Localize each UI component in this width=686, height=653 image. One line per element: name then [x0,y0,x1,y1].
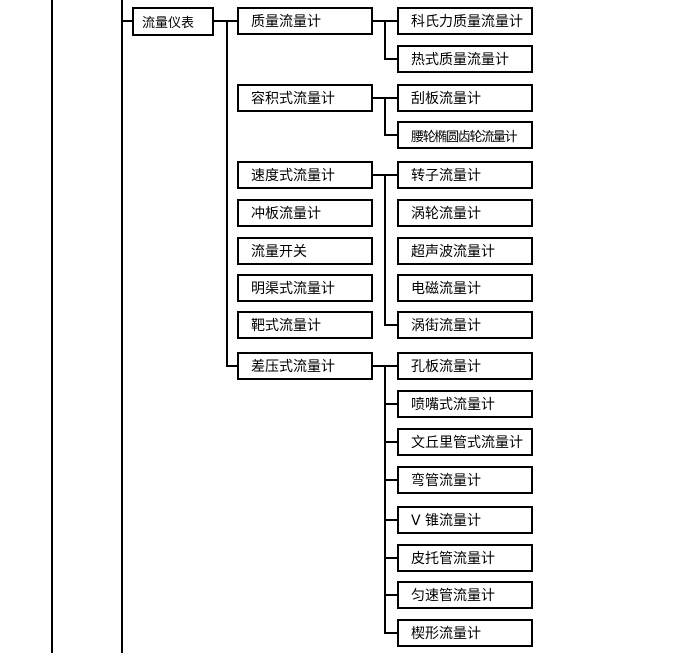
node-nozzle-flow-meter: 喷嘴式流量计 [397,390,533,418]
node-thermal-mass-flow-meter: 热式质量流量计 [397,45,533,73]
node-label-rotor-flow-meter: 转子流量计 [411,168,481,184]
node-roots-oval-gear-flow-meter: 腰轮椭圆齿轮流量计 [397,121,533,149]
node-electromagnetic-flow-meter: 电磁流量计 [397,274,533,302]
node-label-elbow-flow-meter: 弯管流量计 [411,473,481,489]
node-differential-pressure-flow-meter: 差压式流量计 [237,352,373,380]
node-wedge-flow-meter: 楔形流量计 [397,619,533,647]
node-ultrasonic-flow-meter: 超声波流量计 [397,237,533,265]
node-label-mass-flow-meter: 质量流量计 [251,14,321,30]
child-stub-connector-line [385,134,397,136]
node-label-thermal-mass-flow-meter: 热式质量流量计 [411,52,509,68]
node-mass-flow-meter: 质量流量计 [237,7,373,35]
node-label-flow-switch: 流量开关 [251,244,307,260]
connector-trunk-line [384,174,386,326]
child-stub-connector-line [385,441,397,443]
node-label-wedge-flow-meter: 楔形流量计 [411,626,481,642]
node-label-pitot-tube-flow-meter: 皮托管流量计 [411,551,495,567]
node-label-orifice-plate-flow-meter: 孔板流量计 [411,359,481,375]
node-label-differential-pressure-flow-meter: 差压式流量计 [251,359,335,375]
node-target-flow-meter: 靶式流量计 [237,311,373,339]
node-open-channel-flow-meter: 明渠式流量计 [237,274,373,302]
connector-trunk-line [384,365,386,634]
connector-trunk-line [226,20,228,367]
node-v-cone-flow-meter: V 锥流量计 [397,506,533,534]
guide-line [51,0,53,653]
node-coriolis-mass-flow-meter: 科氏力质量流量计 [397,7,533,35]
node-scraper-flow-meter: 刮板流量计 [397,84,533,112]
node-label-open-channel-flow-meter: 明渠式流量计 [251,281,335,297]
entry-connector-line [122,20,132,22]
child-stub-connector-line [385,632,397,634]
node-flow-instruments: 流量仪表 [132,7,214,36]
guide-line [121,0,123,653]
node-vortex-flow-meter: 涡街流量计 [397,311,533,339]
node-venturi-tube-flow-meter: 文丘里管式流量计 [397,428,533,456]
connector-trunk-line [384,97,386,136]
parent-out-connector-line [214,20,237,22]
node-velocity-flow-meter: 速度式流量计 [237,161,373,189]
node-label-averaging-pitot-flow-meter: 匀速管流量计 [411,588,495,604]
node-label-velocity-flow-meter: 速度式流量计 [251,168,335,184]
child-stub-connector-line [385,58,397,60]
node-label-roots-oval-gear-flow-meter: 腰轮椭圆齿轮流量计 [411,129,518,145]
node-label-electromagnetic-flow-meter: 电磁流量计 [411,281,481,297]
node-flow-switch: 流量开关 [237,237,373,265]
node-label-impact-plate-flow-meter: 冲板流量计 [251,206,321,222]
node-averaging-pitot-flow-meter: 匀速管流量计 [397,581,533,609]
child-stub-connector-line [385,403,397,405]
connector-trunk-line [384,20,386,60]
child-stub-connector-line [385,594,397,596]
node-label-scraper-flow-meter: 刮板流量计 [411,91,481,107]
node-rotor-flow-meter: 转子流量计 [397,161,533,189]
node-label-ultrasonic-flow-meter: 超声波流量计 [411,244,495,260]
child-stub-connector-line [227,365,237,367]
child-stub-connector-line [385,557,397,559]
node-label-target-flow-meter: 靶式流量计 [251,318,321,334]
node-label-flow-instruments: 流量仪表 [142,16,195,31]
node-positive-displacement-flow-meter: 容积式流量计 [237,84,373,112]
node-label-v-cone-flow-meter: V 锥流量计 [411,513,482,529]
child-stub-connector-line [385,324,397,326]
child-stub-connector-line [385,519,397,521]
node-label-venturi-tube-flow-meter: 文丘里管式流量计 [411,435,523,451]
node-label-nozzle-flow-meter: 喷嘴式流量计 [411,397,495,413]
node-label-coriolis-mass-flow-meter: 科氏力质量流量计 [411,14,523,30]
node-elbow-flow-meter: 弯管流量计 [397,466,533,494]
node-orifice-plate-flow-meter: 孔板流量计 [397,352,533,380]
child-stub-connector-line [385,479,397,481]
node-label-positive-displacement-flow-meter: 容积式流量计 [251,91,335,107]
node-label-vortex-flow-meter: 涡街流量计 [411,318,481,334]
node-pitot-tube-flow-meter: 皮托管流量计 [397,544,533,572]
node-label-turbine-flow-meter: 涡轮流量计 [411,206,481,222]
node-turbine-flow-meter: 涡轮流量计 [397,199,533,227]
node-impact-plate-flow-meter: 冲板流量计 [237,199,373,227]
